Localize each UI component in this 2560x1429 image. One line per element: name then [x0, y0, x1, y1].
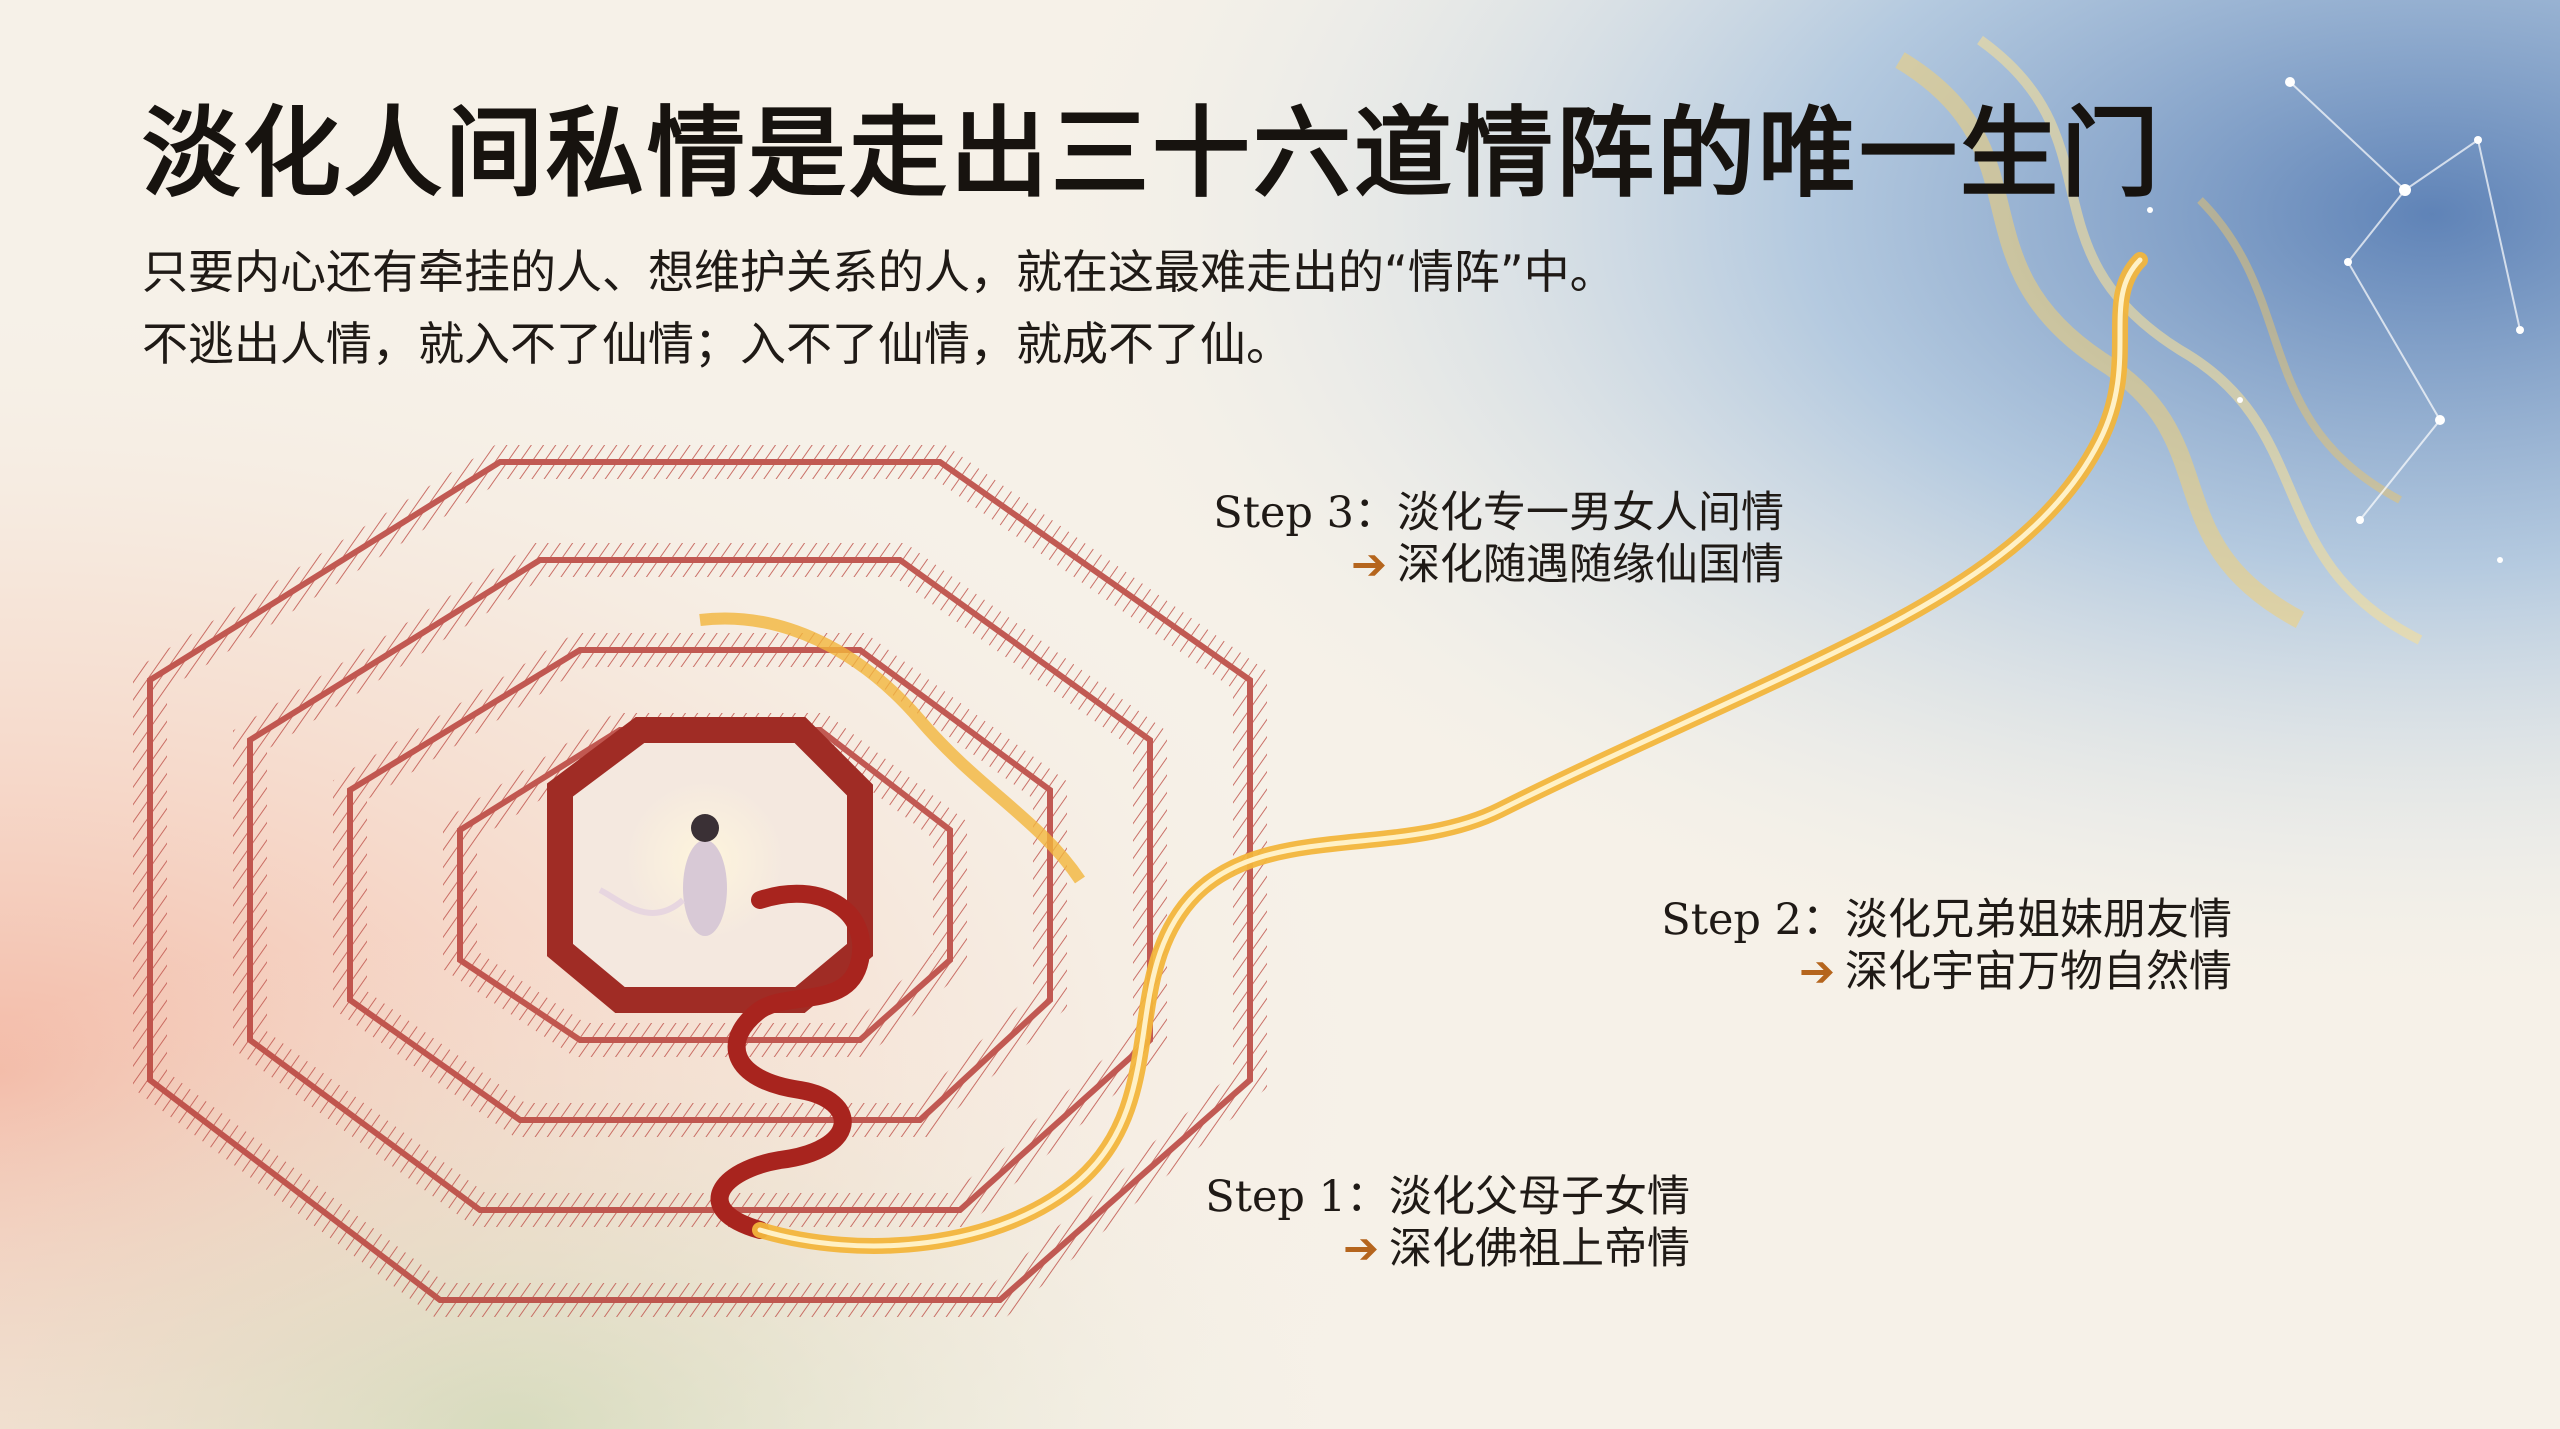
- step-3-annotation: Step 3：淡化专一男女人间情 ➔深化随遇随缘仙国情: [1213, 488, 1784, 591]
- step-1-result-row: ➔深化佛祖上帝情: [1205, 1224, 1690, 1276]
- arrow-right-icon: ➔: [1798, 946, 1835, 997]
- immortal-figure: [598, 814, 727, 936]
- subtitle-line-2: 不逃出人情，就入不了仙情；入不了仙情，就成不了仙。: [142, 317, 1292, 371]
- arrow-right-icon: ➔: [1350, 539, 1387, 590]
- step-2-result: 深化宇宙万物自然情: [1845, 946, 2232, 997]
- step-3-result: 深化随遇随缘仙国情: [1397, 539, 1784, 590]
- step-2-annotation: Step 2：淡化兄弟姐妹朋友情 ➔深化宇宙万物自然情: [1661, 895, 2232, 998]
- step-2-result-row: ➔深化宇宙万物自然情: [1661, 947, 2232, 999]
- maze-walls: [133, 445, 1267, 1317]
- page-title: 淡化人间私情是走出三十六道情阵的唯一生门: [142, 97, 2163, 211]
- step-1-annotation: Step 1：淡化父母子女情 ➔深化佛祖上帝情: [1205, 1172, 1690, 1275]
- subtitle-line-1: 只要内心还有牵挂的人、想维护关系的人，就在这最难走出的“情阵”中。: [142, 245, 1616, 299]
- step-2-label: Step 2：淡化兄弟姐妹朋友情: [1661, 895, 2232, 945]
- step-3-label: Step 3：淡化专一男女人间情: [1213, 488, 1784, 538]
- step-3-result-row: ➔深化随遇随缘仙国情: [1213, 540, 1784, 592]
- arrow-right-icon: ➔: [1342, 1223, 1379, 1274]
- step-1-label: Step 1：淡化父母子女情: [1205, 1172, 1690, 1222]
- step-1-result: 深化佛祖上帝情: [1389, 1223, 1690, 1274]
- red-path: [710, 884, 871, 1239]
